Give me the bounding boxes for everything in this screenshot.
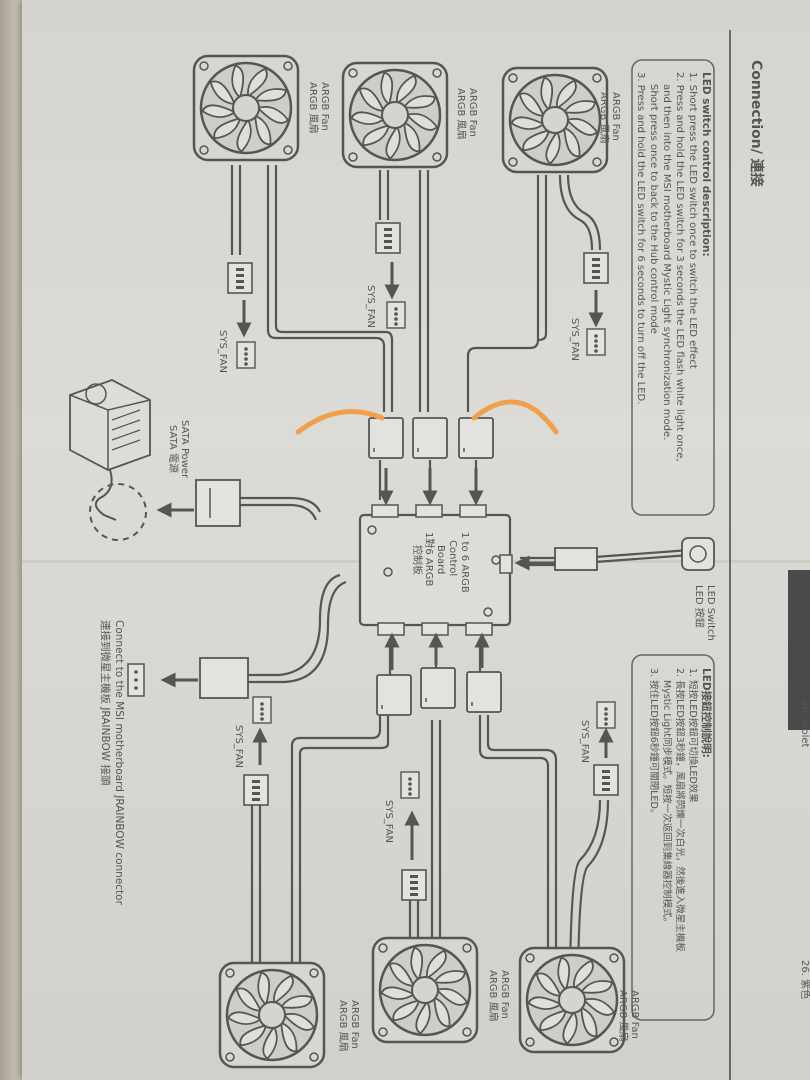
fan-3-sys-fan-header (586, 328, 606, 356)
argb-control-board (358, 504, 513, 636)
fan-2-pwm-plug (375, 222, 401, 254)
instructions-zh-item-1: 1. 短按LED按鈕可切換LED效果 (687, 668, 699, 803)
fan-1-label-zh: ARGB 風扇 (307, 82, 320, 134)
fan-3-sys-fan-label: SYS_FAN (569, 318, 580, 361)
argb-plug-5 (420, 667, 456, 709)
fan-6-pwm-plug (593, 764, 619, 796)
argb-fan-6 (518, 946, 626, 1054)
fan-6-sys-fan-label: SYS_FAN (579, 720, 590, 763)
board-label-3: Board (435, 545, 446, 574)
highlight-mark-left (295, 409, 385, 435)
board-label-5: 控制板 (411, 545, 424, 575)
power-supply-unit (69, 379, 151, 521)
argb-plug-6 (466, 671, 502, 713)
led-switch-label: LED Switch (705, 585, 716, 641)
argb-plug-3 (458, 417, 494, 459)
highlight-mark-right (471, 399, 559, 435)
fan-5-sys-fan-header (400, 771, 420, 799)
instructions-zh-item-3: 3. 按住LED按鈕6秒鐘可關閉LED。 (648, 668, 660, 818)
fan-2-label: ARGB Fan (467, 88, 478, 137)
board-label-2: Control (447, 540, 458, 576)
fan-1-label: ARGB Fan (319, 82, 330, 131)
fan-6-label-zh: ARGB 風扇 (617, 990, 630, 1042)
color-swatch-tab (788, 570, 810, 730)
fan-5-label-zh: ARGB 風扇 (487, 970, 500, 1022)
sata-connector (195, 479, 241, 527)
instructions-en-heading: LED switch control description: (700, 72, 712, 257)
led-switch-button (681, 537, 715, 571)
instructions-en-item-1: 1. Short press the LED switch once to sw… (687, 72, 698, 369)
fan-6-label: ARGB Fan (629, 990, 640, 1039)
fan-5-pwm-plug (401, 869, 427, 901)
fan-4-sys-fan-label: SYS_FAN (233, 725, 244, 768)
fan-2-sys-fan-label: SYS_FAN (365, 285, 376, 328)
argb-fan-4 (218, 961, 326, 1069)
color-label-violet-zh: 26. 紫色 (799, 960, 810, 999)
instructions-en-item-3: 3. Press and hold the LED switch for 6 s… (635, 72, 646, 404)
instructions-zh-box (631, 654, 715, 1021)
instructions-en-box (631, 59, 715, 516)
fan-4-pwm-plug (243, 774, 269, 806)
instructions-zh-heading: LED接鈕控制說明: (700, 668, 713, 758)
fan-3-pwm-plug (583, 252, 609, 284)
sata-power-label: SATA Power (179, 420, 190, 479)
sata-power-label-zh: SATA 電源 (167, 425, 180, 473)
led-switch-label-zh: LED 按鈕 (693, 585, 706, 628)
argb-fan-5 (371, 936, 479, 1044)
argb-fan-2 (341, 61, 449, 169)
fan-2-label-zh: ARGB 風扇 (455, 88, 468, 140)
fan-1-sys-fan-header (236, 341, 256, 369)
fan-4-label-zh: ARGB 風扇 (337, 1000, 350, 1052)
fan-1-sys-fan-label: SYS_FAN (217, 330, 228, 373)
fan-4-label: ARGB Fan (349, 1000, 360, 1049)
argb-plug-1 (368, 417, 404, 459)
jrainbow-header (127, 663, 145, 697)
sata-dashed-circle (89, 483, 147, 541)
instructions-en-item-2: 2. Press and hold the LED switch for 3 s… (674, 72, 685, 462)
instructions-zh-item-2: 2. 長按LED按鈕3秒鐘，風扇將閃爍一次白光，然後進入微星主機板 (674, 668, 686, 952)
fan-1-pwm-plug (227, 262, 253, 294)
connect-msi-label: Connect to the MSI motherboard JRAINBOW … (113, 620, 125, 906)
argb-plug-4 (376, 674, 412, 716)
fan-2-sys-fan-header (386, 301, 406, 329)
fan-3-label: ARGB Fan (610, 92, 621, 141)
board-label-1: 1 to 6 ARGB (459, 532, 470, 593)
fan-5-sys-fan-label: SYS_FAN (383, 800, 394, 843)
fan-6-sys-fan-header (596, 701, 616, 729)
fan-3-label-zh: ARGB 風扇 (598, 92, 611, 144)
argb-fan-1 (192, 54, 300, 162)
page-title: Connection/ 連接 (748, 60, 765, 187)
instructions-en-item-2b: and then into the MSI motherboard Mystic… (661, 84, 672, 440)
led-switch-button-icon (689, 545, 707, 563)
connect-msi-label-zh: 連接到微星主機板 JRAINBOW 接頭 (99, 620, 112, 786)
board-label-4: 1對6 ARGB (423, 532, 436, 586)
led-switch-connector (554, 547, 598, 571)
fan-4-sys-fan-header (252, 696, 272, 724)
argb-fan-3 (501, 66, 609, 174)
jrainbow-connector (199, 657, 249, 699)
fan-5-label: ARGB Fan (499, 970, 510, 1019)
instructions-en-item-2c: Short press once to back to the Hub cont… (648, 84, 659, 334)
argb-plug-2 (412, 417, 448, 459)
instructions-zh-item-2b: Mystic Light同步模式。短按一次返回到集線器控制模式。 (661, 680, 673, 927)
color-label-violet: 26. Violet (799, 700, 810, 748)
